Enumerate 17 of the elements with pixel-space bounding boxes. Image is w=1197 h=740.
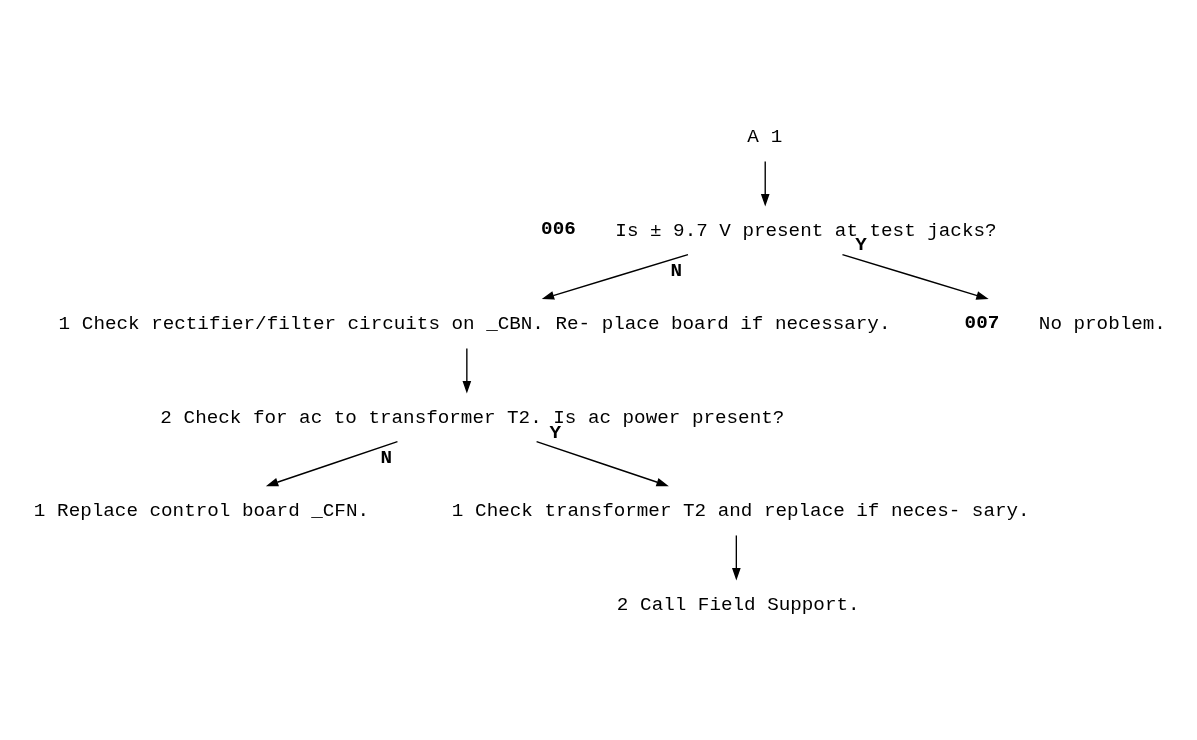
node-text: A 1 [747,126,783,149]
arrow [760,160,770,207]
arrow [535,440,669,487]
arrow [541,253,689,300]
node-text: 2 Call Field Support. [616,593,860,616]
node-text: 1 Check rectifier/filter circuits on _CBN. Re- place board if necessary. [58,313,891,336]
node-label: 006 [541,218,576,241]
arrow [462,347,472,394]
edge-label: N [670,259,683,282]
node-label: 007 [964,311,1000,334]
arrow [732,534,741,581]
edge-label: N [380,446,393,469]
arrow [265,440,399,487]
arrow [841,253,989,300]
node-text: 1 Check transformer T2 and replace if neces- sary. [451,500,1030,523]
node-text: 1 Replace control board _CFN. [33,500,369,523]
node-text: No problem. [1038,313,1166,336]
